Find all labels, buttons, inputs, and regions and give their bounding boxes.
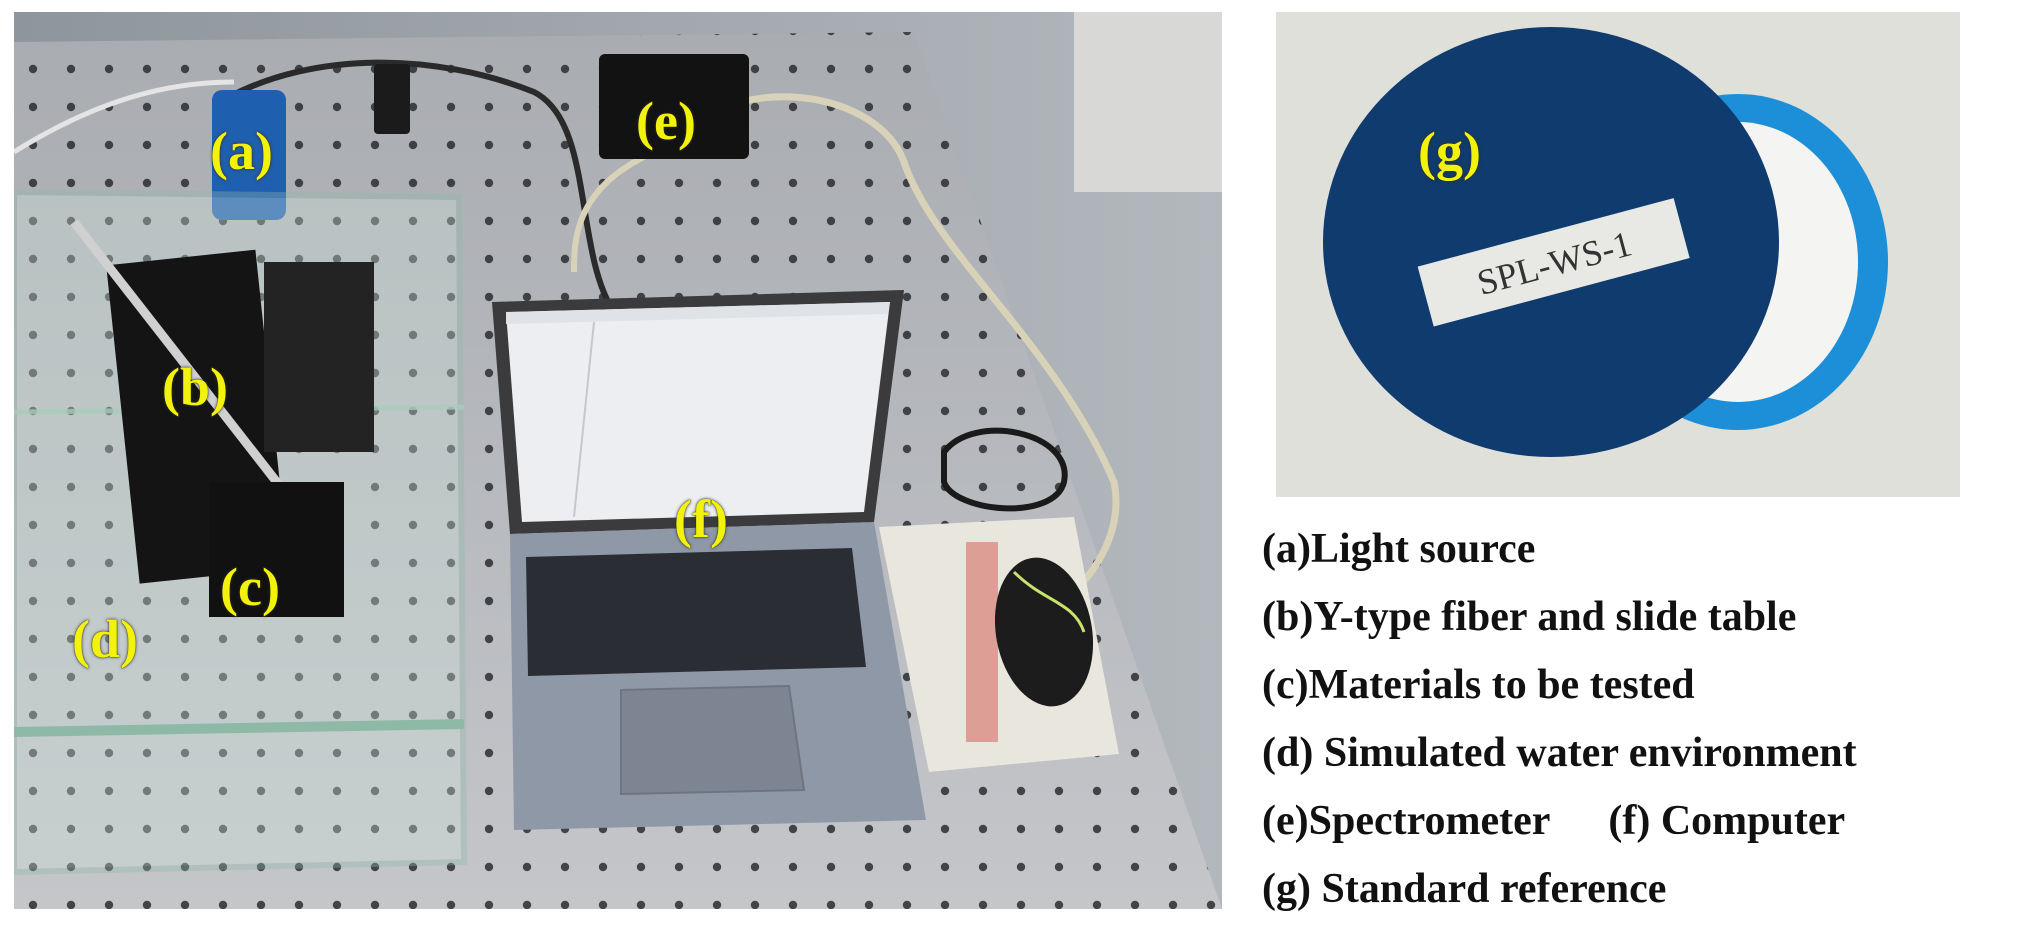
- spectrometer-device: [599, 54, 749, 159]
- label-e: (e): [636, 91, 696, 151]
- legend-item-b: (b)Y-type fiber and slide table: [1262, 594, 1797, 640]
- tank-edge: [14, 719, 465, 737]
- mouse-light: [1012, 570, 1086, 633]
- cable: [227, 59, 617, 314]
- legend-item-g: (g) Standard reference: [1262, 866, 1667, 912]
- reference-illustration: SPL-WS-1: [1276, 12, 1960, 497]
- y-fiber: [70, 219, 308, 520]
- power-adapter: [374, 64, 410, 134]
- label-c: (c): [220, 557, 280, 617]
- label-d: (d): [72, 609, 138, 669]
- reference-photo: SPL-WS-1 (g): [1276, 12, 1960, 497]
- label-a: (a): [210, 121, 273, 181]
- mouse: [994, 557, 1094, 707]
- legend-item-c: (c)Materials to be tested: [1262, 662, 1695, 708]
- legend-item-f: (f) Computer: [1608, 798, 1846, 844]
- fiber-cable-left: [14, 79, 235, 155]
- test-material: [209, 482, 344, 617]
- setup-photo: (a) (b) (c) (d) (e) (f): [14, 12, 1222, 909]
- label-f: (f): [674, 489, 728, 549]
- mouse-pad-print: [966, 542, 998, 742]
- label-g: (g): [1418, 121, 1481, 181]
- fiber-cable: [571, 154, 646, 273]
- laptop-keyboard: [526, 548, 866, 676]
- legend-item-ef: (e)Spectrometer (f) Computer: [1262, 800, 1845, 842]
- laptop-screen: [506, 302, 890, 522]
- legend-item-d: (d) Simulated water environment: [1262, 730, 1857, 776]
- light-source-device: [212, 90, 286, 220]
- usb-cable: [670, 93, 1120, 595]
- coiled-cable: [941, 427, 1068, 512]
- laptop-touchpad: [620, 684, 806, 796]
- screen-toolbar: [506, 302, 890, 324]
- legend-item-e: (e)Spectrometer: [1262, 798, 1551, 844]
- setup-illustration: [14, 12, 1222, 909]
- legend-item-a: (a)Light source: [1262, 526, 1536, 572]
- cabinet: [1074, 12, 1222, 192]
- screen-divider: [573, 321, 595, 518]
- label-b: (b): [162, 357, 228, 417]
- slide-stage: [264, 262, 374, 452]
- sticker: [1417, 198, 1690, 327]
